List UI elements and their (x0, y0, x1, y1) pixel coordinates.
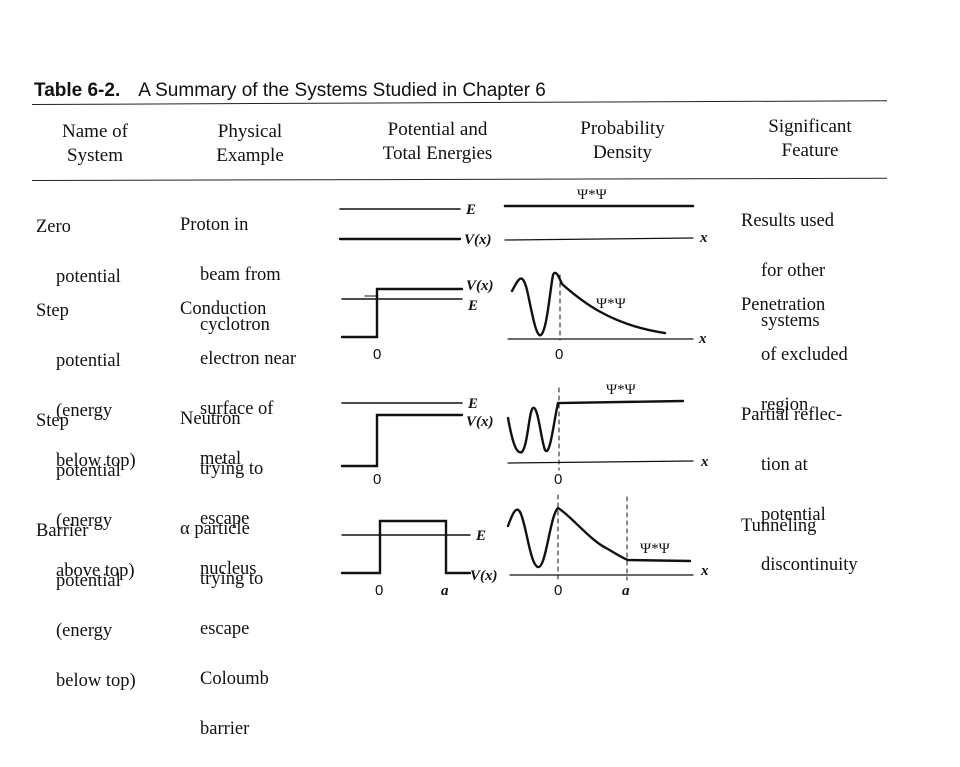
row1-x-label: x (699, 230, 708, 246)
row1-feature: Results used for other systems (741, 211, 835, 331)
row3-zero-right: 0 (554, 471, 562, 488)
row3-V-label: V(x) (466, 414, 494, 430)
row1-E-label: E (465, 202, 476, 218)
row1-V-label: V(x) (464, 232, 492, 248)
row2-probability-diagram (507, 271, 694, 341)
row3-potential-diagram (340, 402, 464, 468)
header-feature: Significant Feature (768, 116, 852, 161)
header-probability: Probability Density (580, 118, 665, 163)
row3-psi-label: Ψ*Ψ (606, 382, 637, 398)
row2-example: Conduction electron near surface of meta… (180, 299, 297, 469)
row4-feature: Tunneling (741, 516, 817, 536)
row4-zero-left: 0 (375, 582, 383, 599)
row1-potential-diagram (338, 208, 462, 241)
table-caption: A Summary of the Systems Studied in Chap… (138, 80, 546, 101)
row2-psi-label: Ψ*Ψ (596, 296, 627, 312)
row4-a-right: a (622, 583, 630, 599)
row2-V-label: V(x) (466, 278, 494, 294)
row2-x-label: x (698, 331, 707, 347)
row4-zero-right: 0 (554, 582, 562, 599)
row1-probability-diagram (503, 204, 695, 241)
row2-zero-left: 0 (373, 346, 381, 363)
row4-V-label: V(x) (470, 568, 498, 584)
row3-x-label: x (700, 454, 709, 470)
row1-example: Proton in beam from cyclotron (180, 215, 281, 335)
row4-a-left: a (441, 583, 449, 599)
row3-probability-diagram (506, 387, 694, 471)
row4-psi-label: Ψ*Ψ (640, 541, 671, 557)
row1-name: Zero potential (36, 217, 121, 287)
row3-zero-left: 0 (373, 471, 381, 488)
row2-feature: Penetration of excluded region (741, 295, 848, 415)
row3-feature: Partial reflec- tion at potential discon… (741, 405, 858, 575)
row3-name: Step potential (energy above top) (36, 411, 135, 581)
row4-probability-diagram (506, 494, 694, 581)
row3-example: Neutron trying to escape nucleus (180, 409, 264, 579)
header-example: Physical Example (216, 121, 284, 166)
table-number: Table 6-2. (34, 80, 121, 101)
row2-E-label: E (467, 298, 478, 314)
row3-E-label: E (467, 396, 478, 412)
row4-E-label: E (475, 528, 486, 544)
table-page: Table 6-2. A Summary of the Systems Studi… (31, 80, 887, 739)
table-title: Table 6-2. A Summary of the Systems Studi… (34, 80, 546, 102)
row2-potential-diagram (340, 287, 464, 339)
row2-zero-right: 0 (555, 346, 563, 363)
header-name: Name of System (62, 121, 128, 166)
energy-diagrams: E V(x) Ψ*Ψ x V(x) E Ψ*Ψ x 0 0 E V(x) Ψ*Ψ… (338, 187, 709, 599)
row2-name: Step potential (energy below top) (36, 301, 136, 471)
row4-potential-diagram (340, 519, 472, 575)
header-potential: Potential and Total Energies (382, 119, 493, 164)
row1-psi-label: Ψ*Ψ (577, 187, 608, 203)
row4-x-label: x (700, 563, 709, 579)
row4-name: Barrier potential (energy below top) (36, 521, 136, 691)
